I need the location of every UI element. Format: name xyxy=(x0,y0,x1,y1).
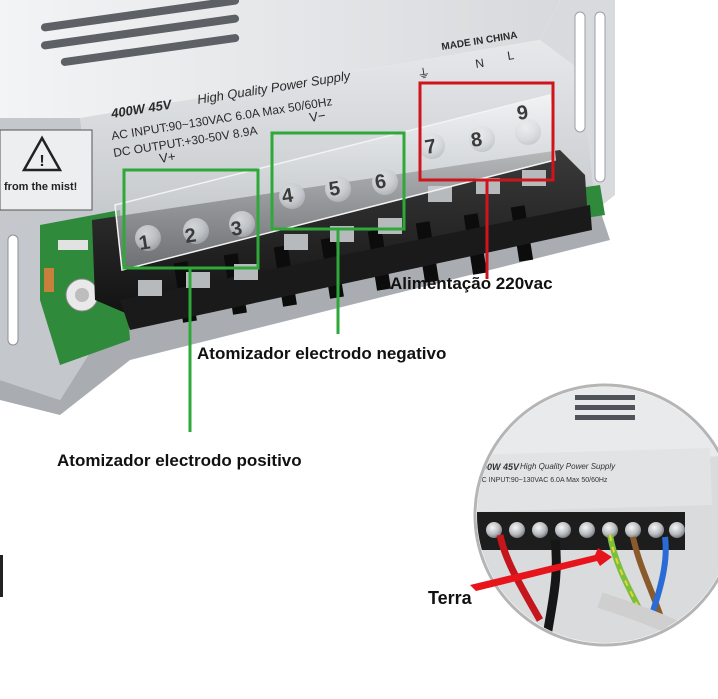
terminal-number-3: 3 xyxy=(229,217,243,240)
inset-model: 400W 45V xyxy=(476,462,520,472)
wiring-inset: 400W 45V High Quality Power Supply AC IN… xyxy=(470,383,718,647)
marker-vminus: V− xyxy=(308,108,326,125)
terminal-number-8: 8 xyxy=(469,128,483,151)
terminal-block: 1 2 3 4 5 6 7 8 9 xyxy=(92,94,592,330)
terminal-number-1: 1 xyxy=(137,231,151,254)
inset-quality: High Quality Power Supply xyxy=(520,462,616,471)
inset-red-wire xyxy=(496,534,544,622)
caption-terra: Terra xyxy=(428,588,472,608)
caption-negative-electrode: Atomizador electrodo negativo xyxy=(197,344,447,363)
warning-sticker: ! from the mist! xyxy=(0,129,93,211)
terminal-number-6: 6 xyxy=(373,170,387,193)
warning-triangle-icon xyxy=(21,135,63,172)
terminal-number-9: 9 xyxy=(515,101,529,124)
marker-ground: ⏚ xyxy=(416,65,431,82)
terminal-number-2: 2 xyxy=(183,224,197,247)
marker-vplus: V+ xyxy=(158,149,176,166)
caption-alimentacao: Alimentação 220vac xyxy=(390,274,553,293)
marker-n: N xyxy=(474,56,485,71)
terra-arrow xyxy=(470,548,612,591)
caption-positive-electrode: Atomizador electrodo positivo xyxy=(57,451,302,470)
warning-text: from the mist! xyxy=(4,181,77,193)
svg-text:!: ! xyxy=(39,153,44,170)
terminal-number-4: 4 xyxy=(280,184,295,208)
terminal-number-7: 7 xyxy=(423,135,437,158)
marker-l: L xyxy=(506,48,515,63)
left-edge-mark xyxy=(0,555,3,597)
inset-ac-input: AC INPUT:90~130VAC 6.0A Max 50/60Hz xyxy=(477,477,608,484)
terminal-number-5: 5 xyxy=(327,177,341,200)
inset-blue-wire xyxy=(647,536,669,621)
